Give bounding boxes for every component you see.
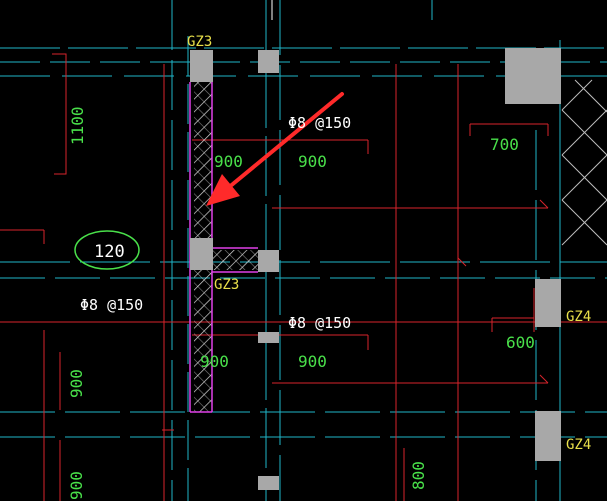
dim-900-d: 900: [298, 352, 327, 371]
dim-900-b: 900: [298, 152, 327, 171]
dim-700: 700: [490, 135, 519, 154]
wall-thickness-ellipse: [74, 230, 140, 270]
label-rebar-mid-right: Φ8 @150: [288, 314, 351, 332]
cross-hatch-right: [561, 79, 607, 246]
dim-1100-vertical: 1100: [68, 106, 87, 145]
label-rebar-top-right: Φ8 @150: [288, 114, 351, 132]
hatched-wall-horizontal: [212, 250, 258, 270]
label-gz4-upper: GZ4: [566, 309, 591, 325]
label-gz3-top: GZ3: [187, 34, 212, 50]
red-lines: [0, 53, 607, 501]
wall-thickness-label: 120: [94, 242, 125, 262]
dim-900-a: 900: [214, 152, 243, 171]
dim-900-vertical-a: 900: [67, 369, 86, 398]
red-arrow-annotation: [206, 92, 344, 206]
label-rebar-left: Φ8 @150: [80, 296, 143, 314]
large-column: [505, 48, 561, 104]
gray-columns: [190, 48, 561, 490]
dim-600: 600: [506, 333, 535, 352]
label-gz3-mid: GZ3: [214, 277, 239, 293]
dim-800-vertical: 800: [409, 461, 428, 490]
label-gz4-lower: GZ4: [566, 437, 591, 453]
dim-900-vertical-b: 900: [67, 471, 86, 500]
dim-900-c: 900: [200, 352, 229, 371]
